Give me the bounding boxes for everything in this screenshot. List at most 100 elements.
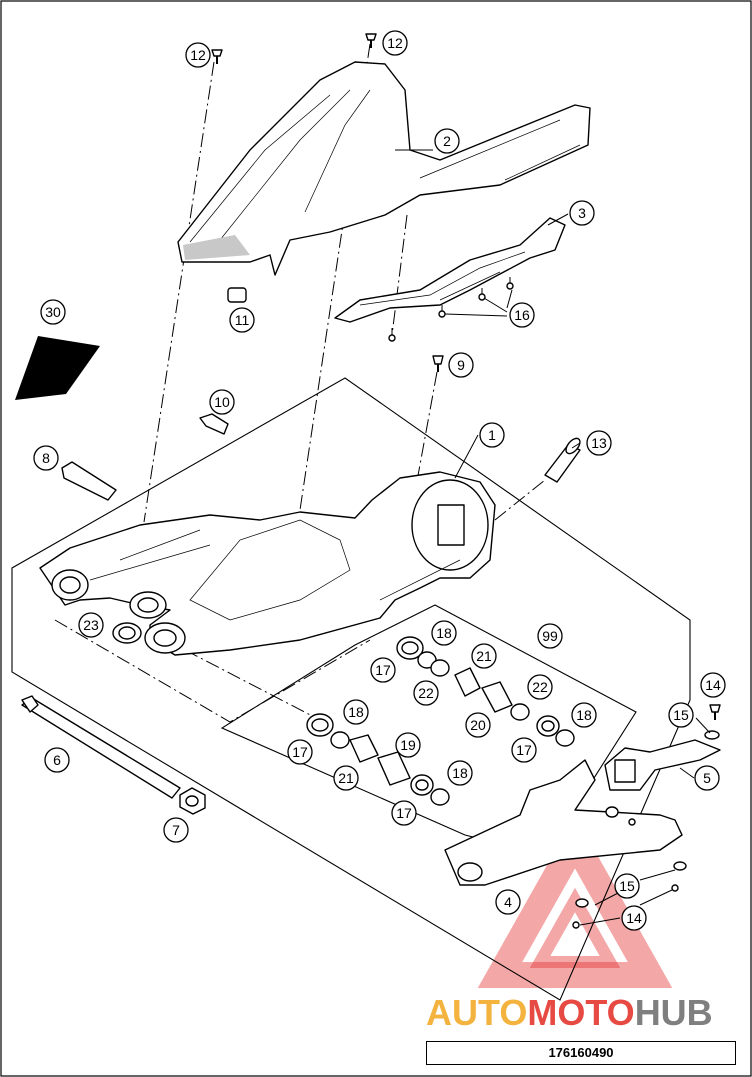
callout-c19: 19 (395, 732, 421, 758)
callout-circle (694, 765, 720, 791)
callout-c2: 2 (434, 128, 460, 154)
callout-circle (431, 620, 457, 646)
callout-number: 17 (292, 744, 308, 760)
part-30-label-sticker (15, 336, 100, 400)
callout-c6: 6 (44, 747, 70, 773)
callout-circle (571, 702, 597, 728)
callout-number: 13 (591, 435, 607, 451)
part-14-15-fasteners (572, 704, 721, 929)
part-10-bolt (199, 413, 229, 435)
bearing-kit-box (220, 604, 637, 856)
bearing-kit-parts (306, 636, 575, 806)
part-8-pivot-pin (61, 461, 117, 501)
watermark-text: AUTOMOTOHUB (426, 992, 713, 1033)
callout-circle (185, 42, 211, 68)
callout-c16: 16 (509, 302, 535, 328)
callout-c15a: 15 (668, 702, 694, 728)
callout-number: 14 (705, 677, 721, 693)
callout-number: 6 (53, 752, 61, 768)
callout-c15b: 15 (614, 873, 640, 899)
watermark-logo (477, 815, 673, 988)
part-9-bolt (432, 355, 444, 372)
callout-circle (448, 352, 474, 378)
assembly-outline-box (11, 377, 691, 1001)
callout-circle (447, 760, 473, 786)
callout-number: 3 (578, 205, 586, 221)
callout-c8: 8 (33, 445, 59, 471)
part-7-nut (179, 787, 206, 815)
callout-number: 30 (45, 304, 61, 320)
callout-circle (413, 680, 439, 706)
callout-number: 19 (400, 737, 416, 753)
part-5-chain-guide (604, 739, 721, 791)
callout-c13: 13 (586, 430, 612, 456)
callout-number: 22 (532, 679, 548, 695)
callout-circle (495, 889, 521, 915)
callout-number: 7 (172, 822, 180, 838)
callout-c18b: 18 (571, 702, 597, 728)
callout-circle (287, 739, 313, 765)
callout-circle (527, 674, 553, 700)
callout-circle (614, 873, 640, 899)
part-4-chain-guide (444, 759, 683, 886)
callout-c99: 99 (537, 623, 563, 649)
part-11-clip (227, 287, 247, 303)
callout-c9: 9 (448, 352, 474, 378)
callout-circle (471, 643, 497, 669)
callout-circle (343, 699, 369, 725)
callout-c17a: 17 (370, 657, 396, 683)
callout-number: 21 (338, 770, 354, 786)
callout-number: 21 (476, 648, 492, 664)
callout-c23: 23 (78, 612, 104, 638)
callout-number: 1 (488, 427, 496, 443)
callout-circle (569, 200, 595, 226)
callout-c7: 7 (163, 817, 189, 843)
callout-c11: 11 (229, 307, 255, 333)
callout-c10: 10 (209, 389, 235, 415)
callout-circle (395, 732, 421, 758)
callout-number: 22 (418, 685, 434, 701)
callout-number: 8 (42, 450, 50, 466)
callout-c18a: 18 (431, 620, 457, 646)
callout-number: 20 (470, 717, 486, 733)
callout-circle (391, 800, 417, 826)
callout-c22b: 22 (527, 674, 553, 700)
callout-c17c: 17 (287, 739, 313, 765)
callout-c5: 5 (694, 765, 720, 791)
callout-number: 17 (516, 742, 532, 758)
callout-circle (537, 623, 563, 649)
callout-number: 9 (457, 357, 465, 373)
watermark-brand-part1: AUTO (426, 992, 527, 1033)
callout-number: 16 (514, 307, 530, 323)
callout-circle (209, 389, 235, 415)
callout-number: 18 (576, 707, 592, 723)
callout-circle (163, 817, 189, 843)
callout-circle (333, 765, 359, 791)
callout-c17b: 17 (511, 737, 537, 763)
callout-c20: 20 (465, 712, 491, 738)
callout-number: 12 (190, 47, 206, 63)
part-12-screws (211, 33, 377, 64)
callout-number: 17 (375, 662, 391, 678)
callout-c14a: 14 (700, 672, 726, 698)
callout-number: 4 (504, 894, 512, 910)
callout-number: 5 (703, 770, 711, 786)
callout-c30: 30 (40, 299, 66, 325)
watermark-brand-part3: HUB (635, 992, 713, 1033)
callout-c17d: 17 (391, 800, 417, 826)
callout-number: 18 (452, 765, 468, 781)
reference-number: 176160490 (426, 1041, 736, 1065)
part-1-swingarm (39, 471, 496, 656)
callout-circle (33, 445, 59, 471)
part-3-chain-slider (334, 217, 566, 323)
callout-c21a: 21 (471, 643, 497, 669)
callout-circle (479, 422, 505, 448)
callout-c18c: 18 (343, 699, 369, 725)
callout-number: 18 (436, 625, 452, 641)
callout-circle (621, 905, 647, 931)
callout-circle (229, 307, 255, 333)
